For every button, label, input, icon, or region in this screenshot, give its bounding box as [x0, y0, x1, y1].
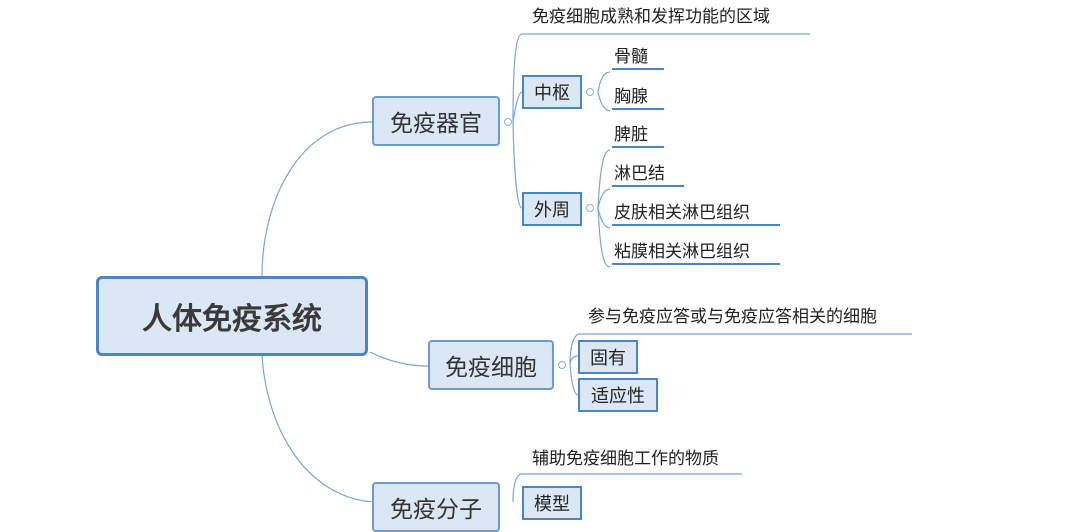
organs-description: 免疫细胞成熟和发挥功能的区域 [532, 7, 770, 27]
cells-description: 参与免疫应答或与免疫应答相关的细胞 [588, 307, 877, 327]
leaf-central-1[interactable]: 胸腺 [612, 86, 664, 110]
collapse-toggle-icon[interactable] [586, 204, 594, 212]
link-peripheral-item-0 [597, 149, 611, 209]
sub-molecules-first[interactable]: 模型 [522, 486, 582, 520]
link-peripheral-item-1 [597, 188, 611, 209]
leaf-peripheral-2[interactable]: 皮肤相关淋巴组织 [612, 202, 780, 226]
link-cells-desc [569, 333, 912, 365]
connector-lines [261, 33, 912, 502]
link-cells-adaptive [569, 363, 579, 396]
link-peripheral-item-3 [597, 207, 611, 268]
link-organs-central [512, 91, 523, 123]
link-root-organs [261, 121, 373, 277]
leaf-peripheral-1[interactable]: 淋巴结 [612, 163, 684, 187]
collapse-toggle-icon[interactable] [586, 88, 594, 96]
branch-immune-organs[interactable]: 免疫器官 [372, 96, 500, 146]
sub-central[interactable]: 中枢 [522, 75, 582, 109]
link-organs-peripheral [512, 121, 523, 209]
sub-innate[interactable]: 固有 [578, 340, 638, 374]
branch-immune-molecules[interactable]: 免疫分子 [372, 482, 500, 532]
link-central-item-0 [597, 71, 611, 93]
collapse-toggle-icon[interactable] [504, 118, 512, 126]
branch-immune-cells[interactable]: 免疫细胞 [428, 340, 554, 390]
mind-map-canvas: 人体免疫系统 免疫器官 免疫细胞成熟和发挥功能的区域 中枢 骨髓 胸腺 外周 脾… [96, 7, 912, 532]
link-organs-desc [512, 33, 810, 123]
sub-adaptive[interactable]: 适应性 [578, 378, 658, 412]
molecules-description: 辅助免疫细胞工作的物质 [532, 449, 719, 469]
leaf-peripheral-3[interactable]: 粘膜相关淋巴组织 [612, 241, 780, 265]
link-root-cells [369, 351, 429, 367]
link-central-item-1 [597, 91, 611, 112]
link-cells-innate [569, 355, 579, 365]
link-root-molecules [261, 355, 373, 502]
leaf-peripheral-0[interactable]: 脾脏 [612, 124, 664, 148]
root-node[interactable]: 人体免疫系统 [96, 276, 368, 356]
collapse-toggle-icon[interactable] [558, 361, 566, 369]
sub-peripheral[interactable]: 外周 [522, 192, 582, 226]
leaf-central-0[interactable]: 骨髓 [612, 46, 664, 70]
link-peripheral-item-2 [597, 207, 611, 229]
link-molecules-desc [512, 473, 742, 502]
